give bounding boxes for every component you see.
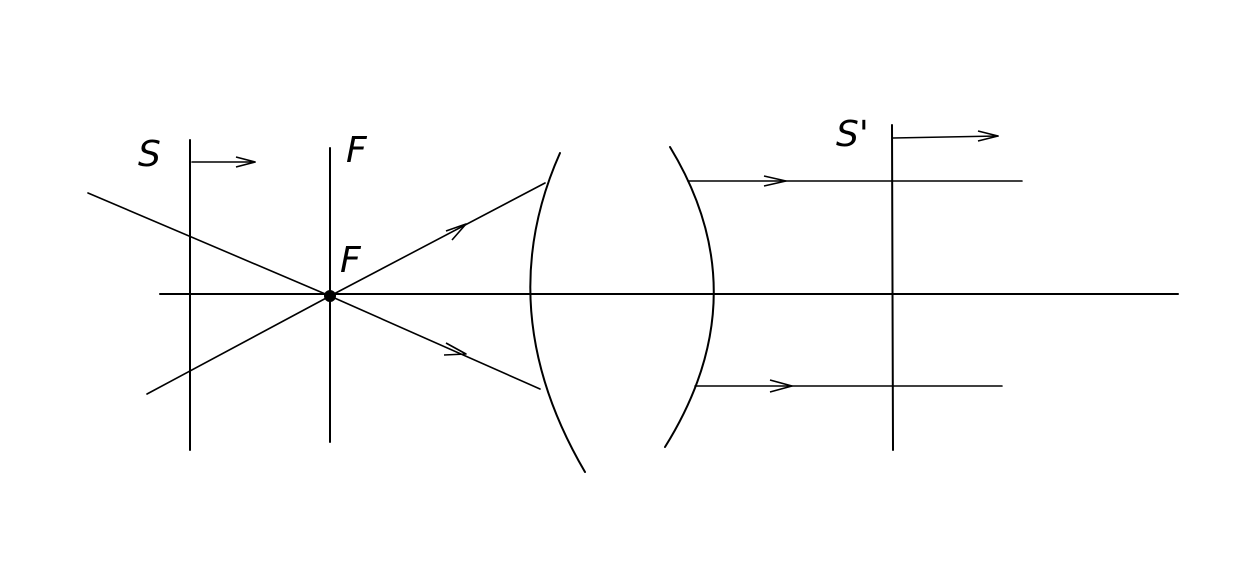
ray-incoming-upper bbox=[87, 192, 331, 297]
ray-parallel-lower-arrow bbox=[769, 379, 793, 393]
lens-left-surface bbox=[529, 152, 586, 473]
ray-diverging-lower-arrow bbox=[443, 342, 467, 356]
focal-plane-label: F bbox=[346, 130, 368, 171]
screen-s-arrow bbox=[191, 156, 256, 168]
screen-s-prime-label: S' bbox=[836, 114, 869, 155]
ray-incoming-lower bbox=[146, 295, 331, 395]
screen-s-prime-line bbox=[891, 124, 894, 451]
ray-diverging-lower bbox=[329, 295, 541, 390]
ray-diverging-upper bbox=[329, 182, 546, 297]
screen-s-prime-arrow bbox=[892, 130, 999, 142]
ray-parallel-upper-arrow bbox=[763, 175, 787, 187]
screen-s-label: S bbox=[138, 134, 161, 175]
lens-right-surface bbox=[664, 146, 715, 448]
focal-point-label: F bbox=[340, 240, 362, 281]
ray-diverging-upper-arrow bbox=[445, 223, 467, 241]
